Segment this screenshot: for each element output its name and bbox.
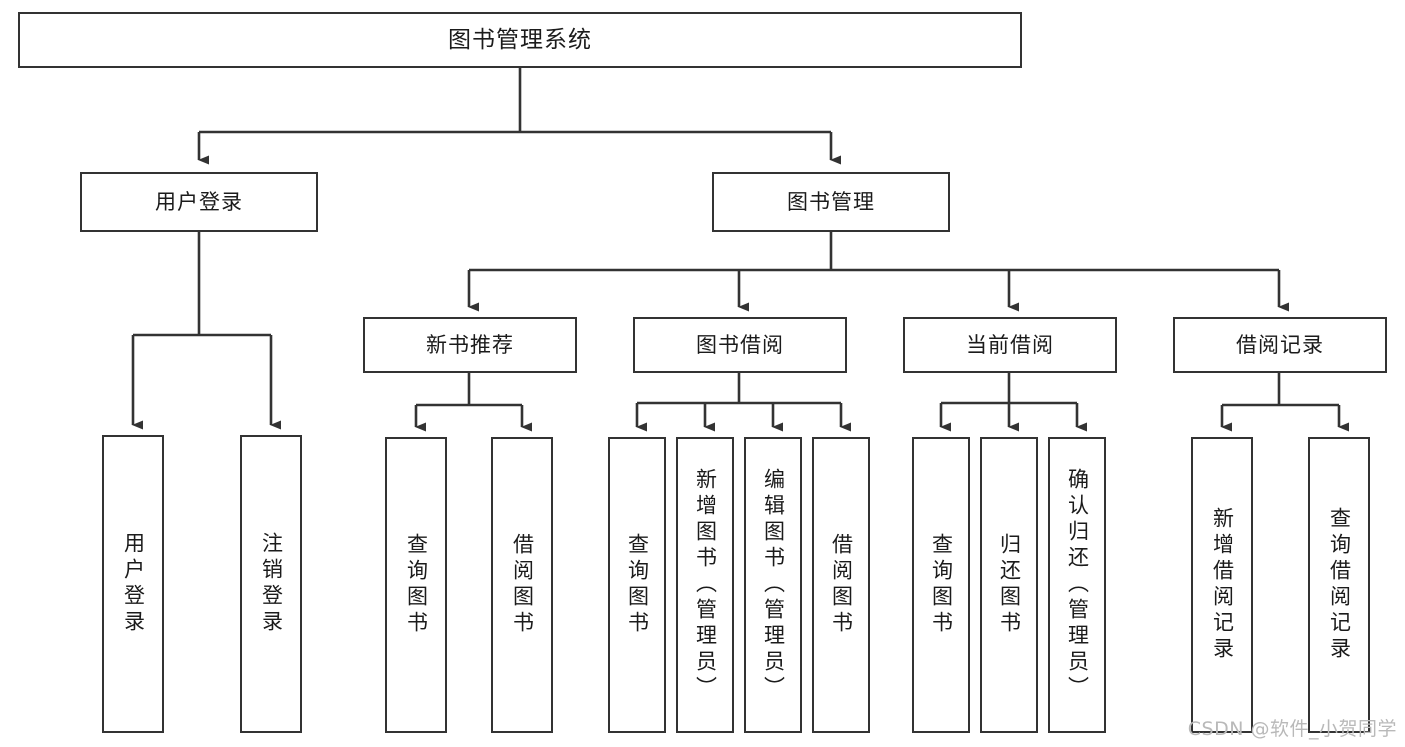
node-leaf-rec-borrow[interactable]: 借阅图书	[491, 437, 553, 733]
node-leaf-cur-confirm[interactable]: 确认归还（管理员）	[1048, 437, 1106, 733]
node-current-borrow-label: 当前借阅	[966, 332, 1054, 357]
node-leaf-cur-return[interactable]: 归还图书	[980, 437, 1038, 733]
node-new-book-rec[interactable]: 新书推荐	[363, 317, 577, 373]
node-leaf-cur-confirm-label: 确认归还（管理员）	[1065, 468, 1090, 702]
node-new-book-rec-label: 新书推荐	[426, 332, 514, 357]
node-book-borrow-label: 图书借阅	[696, 332, 784, 357]
node-borrow-record[interactable]: 借阅记录	[1173, 317, 1387, 373]
node-book-manage[interactable]: 图书管理	[712, 172, 950, 232]
node-borrow-record-label: 借阅记录	[1236, 332, 1324, 357]
node-book-manage-label: 图书管理	[787, 189, 875, 214]
node-leaf-borrow-lend[interactable]: 借阅图书	[812, 437, 870, 733]
node-leaf-borrow-add-label: 新增图书（管理员）	[693, 468, 718, 702]
node-current-borrow[interactable]: 当前借阅	[903, 317, 1117, 373]
node-book-borrow[interactable]: 图书借阅	[633, 317, 847, 373]
node-user-login-label: 用户登录	[155, 189, 243, 214]
node-leaf-user-logout[interactable]: 注销登录	[240, 435, 302, 733]
node-leaf-borrow-edit-label: 编辑图书（管理员）	[761, 468, 786, 702]
node-leaf-rec-borrow-label: 借阅图书	[510, 533, 535, 637]
node-leaf-rec-search-label: 查询借阅记录	[1327, 507, 1352, 663]
node-leaf-cur-query[interactable]: 查询图书	[912, 437, 970, 733]
node-leaf-borrow-edit[interactable]: 编辑图书（管理员）	[744, 437, 802, 733]
node-root[interactable]: 图书管理系统	[18, 12, 1022, 68]
node-leaf-borrow-query-label: 查询图书	[625, 533, 650, 637]
node-leaf-cur-query-label: 查询图书	[929, 533, 954, 637]
node-leaf-borrow-add[interactable]: 新增图书（管理员）	[676, 437, 734, 733]
node-user-login[interactable]: 用户登录	[80, 172, 318, 232]
node-leaf-rec-query[interactable]: 查询图书	[385, 437, 447, 733]
node-leaf-rec-add-label: 新增借阅记录	[1210, 507, 1235, 663]
node-leaf-user-login[interactable]: 用户登录	[102, 435, 164, 733]
node-leaf-rec-query-label: 查询图书	[404, 533, 429, 637]
node-leaf-user-login-label: 用户登录	[121, 532, 146, 636]
node-leaf-cur-return-label: 归还图书	[997, 533, 1022, 637]
node-leaf-rec-add[interactable]: 新增借阅记录	[1191, 437, 1253, 733]
node-leaf-borrow-lend-label: 借阅图书	[829, 533, 854, 637]
node-leaf-borrow-query[interactable]: 查询图书	[608, 437, 666, 733]
node-leaf-rec-search[interactable]: 查询借阅记录	[1308, 437, 1370, 733]
node-root-label: 图书管理系统	[448, 26, 592, 53]
node-leaf-user-logout-label: 注销登录	[259, 532, 284, 636]
